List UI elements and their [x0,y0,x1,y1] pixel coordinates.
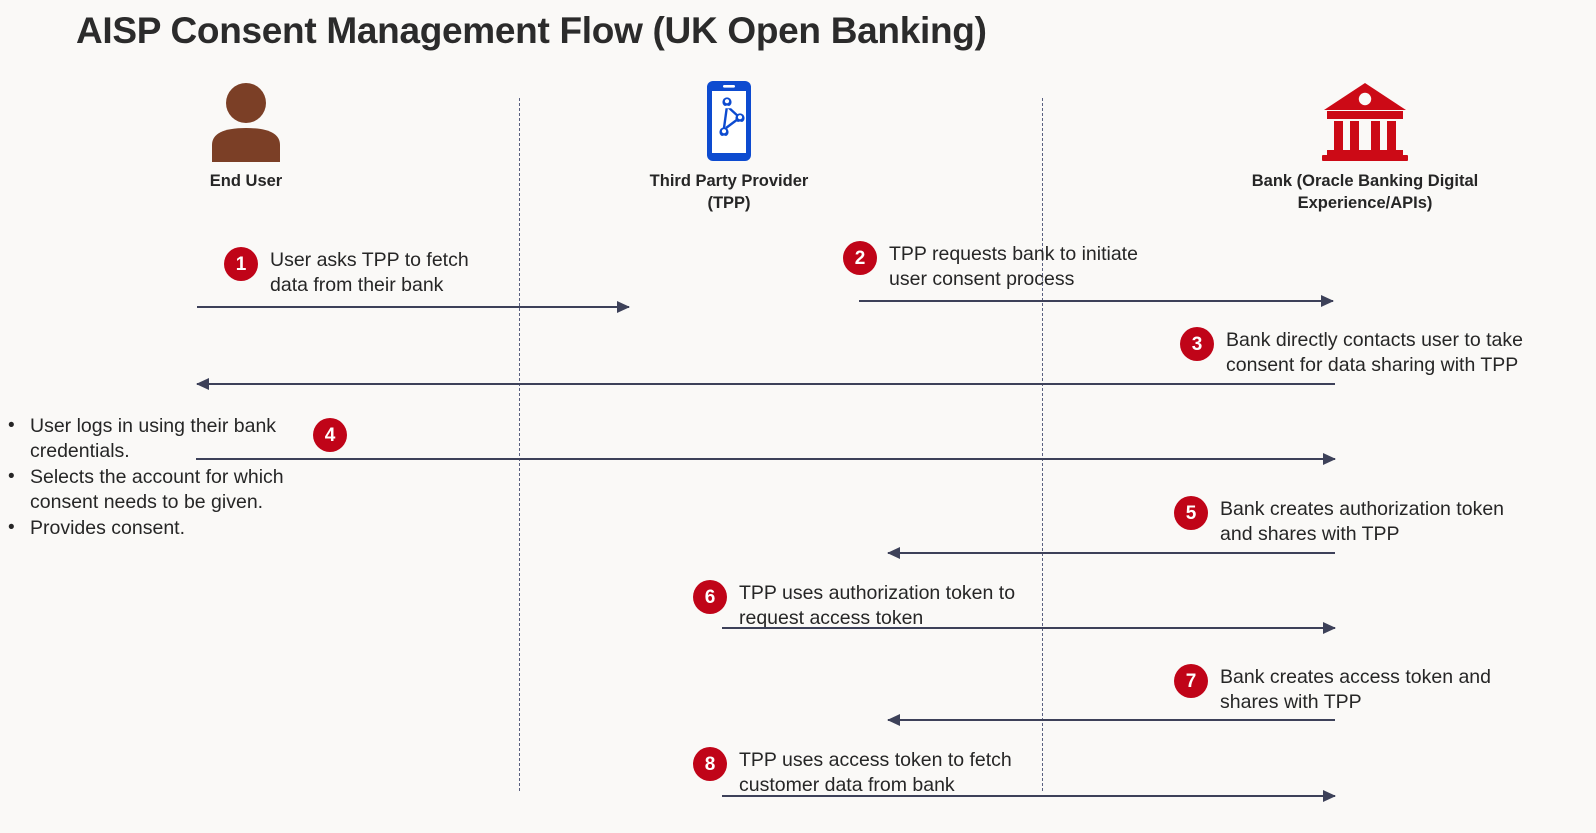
step-7: 7 Bank creates access token and shares w… [1174,664,1491,715]
step-4-bullet-3: Provides consent. [30,516,186,539]
list-item: • Provides consent. [8,516,328,541]
step-caption-8: TPP uses access token to fetch customer … [739,749,1012,796]
arrow-shaft [722,795,1335,797]
step-badge-6: 6 [693,580,727,614]
step-badge-8: 8 [693,747,727,781]
arrow-step-3 [196,378,1335,390]
list-item: • Selects the account for which consent … [8,465,328,515]
bullet-icon: • [8,465,15,487]
step-badge-4: 4 [313,418,347,452]
step-caption-5: Bank creates authorization token and sha… [1220,498,1505,545]
actor-end-user: End User [160,80,332,192]
arrow-shaft [197,306,629,308]
step-5: 5 Bank creates authorization token and s… [1174,496,1504,547]
arrow-shaft [888,719,1335,721]
arrow-step-7 [887,714,1335,726]
page-title: AISP Consent Management Flow (UK Open Ba… [76,10,987,51]
list-item: • User logs in using their bank credenti… [8,414,328,464]
arrow-step-6 [722,622,1336,634]
arrow-head-right-icon [1321,295,1334,307]
arrow-step-2 [859,295,1334,307]
actor-tpp: Third Party Provider (TPP) [638,80,820,215]
step-badge-2: 2 [843,241,877,275]
lifeline-tpp [519,98,520,791]
step-caption-6: TPP uses authorization token to request … [739,582,1016,629]
step-badge-3: 3 [1180,327,1214,361]
arrow-head-left-icon [887,714,900,726]
arrow-head-right-icon [1323,453,1336,465]
person-icon [160,80,332,162]
arrow-head-right-icon [1323,790,1336,802]
arrow-step-1 [197,301,630,313]
step-2: 2 TPP requests bank to initiate user con… [843,241,1138,292]
actor-label-end-user: End User [209,172,283,190]
step-4-bullet-1: User logs in using their bank credential… [30,415,277,462]
mobile-network-icon [638,80,820,162]
arrow-shaft [888,552,1335,554]
lifeline-bank [1042,98,1043,791]
bullet-icon: • [8,516,15,538]
step-3: 3 Bank directly contacts user to take co… [1180,327,1523,378]
arrow-head-left-icon [887,547,900,559]
arrow-shaft [722,627,1335,629]
step-caption-3: Bank directly contacts user to take cons… [1226,329,1523,376]
step-badge-7: 7 [1174,664,1208,698]
step-8: 8 TPP uses access token to fetch custome… [693,747,1012,798]
actor-label-bank: Bank (Oracle Banking Digital Experience/… [1251,172,1479,213]
arrow-step-4 [196,453,1336,465]
step-caption-7: Bank creates access token and shares wit… [1220,666,1491,713]
step-4-bullet-list: • User logs in using their bank credenti… [8,414,328,542]
arrow-head-right-icon [1323,622,1336,634]
arrow-head-right-icon [617,301,630,313]
arrow-shaft [859,300,1333,302]
step-badge-5: 5 [1174,496,1208,530]
step-badge-1: 1 [224,247,258,281]
step-caption-2: TPP requests bank to initiate user conse… [889,243,1138,290]
step-1: 1 User asks TPP to fetch data from their… [224,247,469,298]
actor-bank: Bank (Oracle Banking Digital Experience/… [1185,80,1545,215]
bank-building-icon [1185,80,1545,162]
step-caption-1: User asks TPP to fetch data from their b… [270,249,469,296]
arrow-head-left-icon [196,378,209,390]
arrow-step-8 [722,790,1336,802]
arrow-shaft [196,458,1335,460]
bullet-icon: • [8,415,15,436]
step-6: 6 TPP uses authorization token to reques… [693,580,1015,631]
actor-label-tpp: Third Party Provider (TPP) [649,172,809,213]
arrow-step-5 [887,547,1335,559]
arrow-shaft [197,383,1335,385]
step-4-bullet-2: Selects the account for which consent ne… [30,465,284,513]
